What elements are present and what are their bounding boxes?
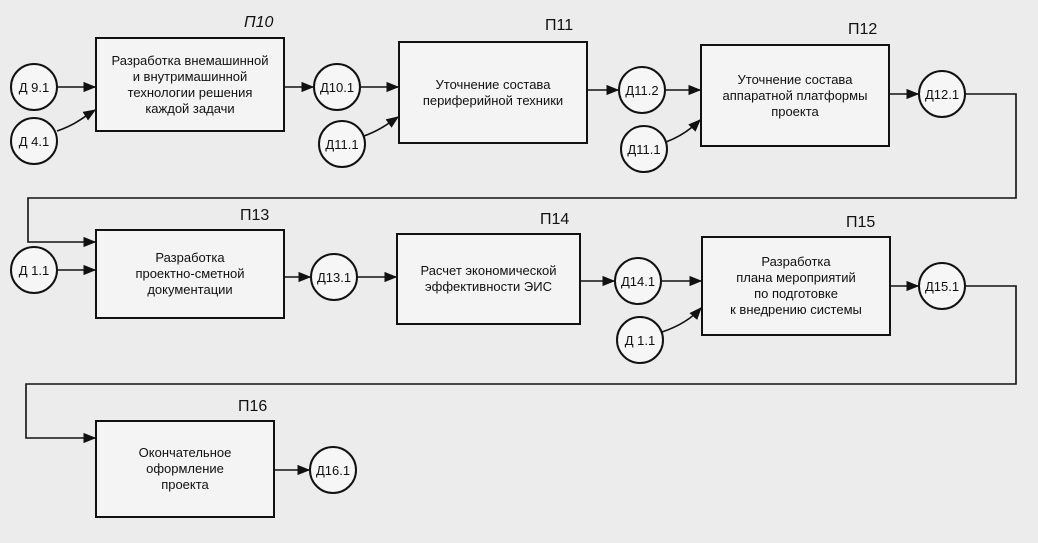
process-tag-p16: П16 [238,398,268,415]
process-tag-p10: П10 [244,14,274,31]
document-node-d4-1[interactable]: Д 4.1 [10,117,58,165]
process-box-p16[interactable]: Окончательное оформление проекта [95,420,275,518]
connector-d15_1-to-p16 [25,285,1017,444]
process-tag-p11: П11 [545,17,574,34]
document-node-d14-1[interactable]: Д14.1 [614,257,662,305]
document-node-d1-1[interactable]: Д 1.1 [10,246,58,294]
connector-d12_1-to-p13 [27,93,1017,248]
process-box-p10[interactable]: Разработка внемашинной и внутримашинной … [95,37,285,132]
connector-d11_1a-to-p11 [363,116,400,137]
process-tag-p13: П13 [240,207,270,224]
process-box-p15[interactable]: Разработка плана мероприятий по подготов… [701,236,891,336]
document-node-d11-2[interactable]: Д11.2 [618,66,666,114]
document-node-d10-1[interactable]: Д10.1 [313,63,361,111]
process-tag-p12: П12 [848,21,878,38]
document-node-d11-1[interactable]: Д11.1 [318,120,366,168]
connector-d1_1b-to-p15 [661,307,702,333]
document-node-d1-1[interactable]: Д 1.1 [616,316,664,364]
process-box-p11[interactable]: Уточнение состава периферийной техники [398,41,588,144]
document-node-d9-1[interactable]: Д 9.1 [10,63,58,111]
document-node-d12-1[interactable]: Д12.1 [918,70,966,118]
process-box-p14[interactable]: Расчет экономической эффективности ЭИС [396,233,581,325]
document-node-d11-1[interactable]: Д11.1 [620,125,668,173]
document-node-d16-1[interactable]: Д16.1 [309,446,357,494]
document-node-d13-1[interactable]: Д13.1 [310,253,358,301]
process-tag-p15: П15 [846,214,876,231]
connector-d11_1b-to-p12 [665,119,701,143]
connector-d4_1-to-p10 [56,109,97,132]
process-box-p12[interactable]: Уточнение состава аппаратной платформы п… [700,44,890,147]
document-node-d15-1[interactable]: Д15.1 [918,262,966,310]
process-tag-p14: П14 [540,211,570,228]
process-box-p13[interactable]: Разработка проектно-сметной документации [95,229,285,319]
